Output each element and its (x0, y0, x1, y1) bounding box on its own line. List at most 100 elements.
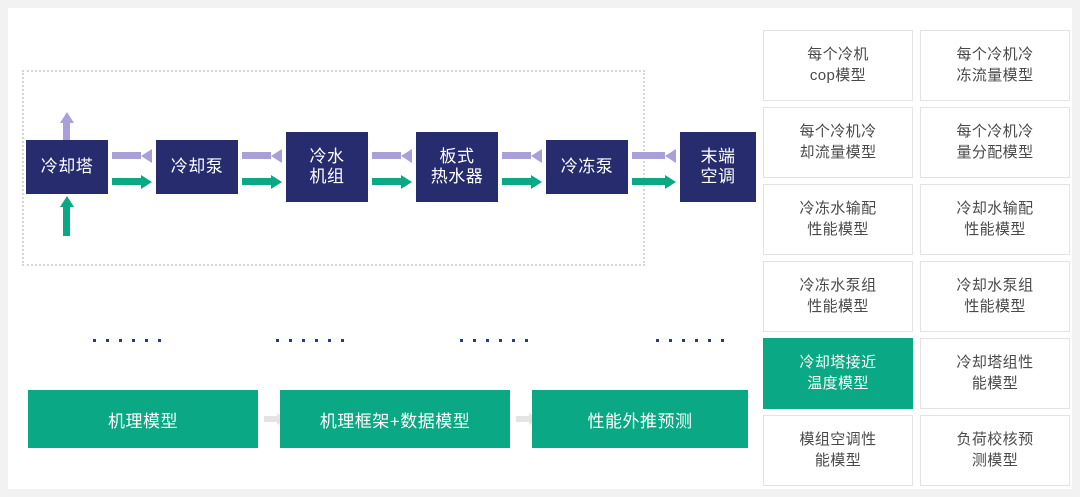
model-cell-cooling-pump-group[interactable]: 冷却水泵组 性能模型 (920, 261, 1070, 332)
arrow-shaft (632, 178, 665, 185)
model-cell-chiller-cop[interactable]: 每个冷机 cop模型 (763, 30, 913, 101)
arrow-chilled-pump-to-terminal-ac (632, 174, 676, 189)
arrow-head (665, 148, 676, 163)
model-cell-chilled-pump-group[interactable]: 冷冻水泵组 性能模型 (763, 261, 913, 332)
model-cell-chiller-load-allocation[interactable]: 每个冷机冷 量分配模型 (920, 107, 1070, 178)
ellipsis-dot (315, 339, 318, 342)
ellipsis-dot (302, 339, 305, 342)
ellipsis-dot (525, 339, 528, 342)
cell-line1: 每个冷机冷 (799, 123, 877, 141)
cell-line1: 每个冷机冷 (956, 123, 1034, 141)
ellipsis-dot (486, 339, 489, 342)
cell-line1: 负荷校核预 (956, 431, 1034, 449)
arrow-shaft (372, 178, 401, 185)
arrow-plate-heater-to-chilled-pump (502, 174, 542, 189)
ellipsis-dot (119, 339, 122, 342)
model-cell-tower-group-performance[interactable]: 冷却塔组性 能模型 (920, 338, 1070, 409)
cell-line2: 冻流量模型 (956, 66, 1034, 84)
arrow-head (59, 196, 74, 207)
cell-line1: 每个冷机冷 (956, 46, 1034, 64)
arrow-head (59, 112, 74, 123)
arrow-shaft (242, 178, 271, 185)
arrow-cooling-pump-to-cooling-tower (112, 148, 152, 163)
stage-label: 机理框架+数据模型 (319, 411, 471, 431)
node-label: 冷却塔 (40, 157, 94, 177)
node-label-line2: 机组 (309, 167, 345, 186)
ellipsis-dot (656, 339, 659, 342)
process-node-terminal-ac[interactable]: 末端 空调 (680, 132, 756, 202)
arrow-plate-heater-to-chiller-unit (372, 148, 412, 163)
stage-label: 性能外推预测 (587, 411, 693, 431)
stage-bar-performance-forecast[interactable]: 性能外推预测 (532, 390, 748, 448)
process-node-cooling-pump[interactable]: 冷却泵 (156, 140, 238, 194)
arrow-cooling-tower-top (59, 112, 74, 146)
arrow-shaft (112, 178, 141, 185)
model-cell-load-check-forecast[interactable]: 负荷校核预 测模型 (920, 415, 1070, 486)
ellipsis-dot (341, 339, 344, 342)
ellipsis-group-3 (460, 339, 528, 342)
arrow-chiller-unit-to-plate-heater (372, 174, 412, 189)
ellipsis-dot (460, 339, 463, 342)
ellipsis-dot (132, 339, 135, 342)
model-grid: 每个冷机 cop模型 每个冷机冷 冻流量模型 每个冷机冷 却流量模型 每个冷机冷 (763, 30, 1070, 486)
cell-line2: 能模型 (814, 451, 862, 469)
arrow-head (271, 148, 282, 163)
node-label-line2: 热水器 (430, 167, 484, 186)
model-cell-modular-ac-performance[interactable]: 模组空调性 能模型 (763, 415, 913, 486)
ellipsis-dot (276, 339, 279, 342)
cell-line1: 冷冻水泵组 (799, 277, 877, 295)
ellipsis-dot (695, 339, 698, 342)
ellipsis-group-1 (93, 339, 161, 342)
model-cell-cooling-water-transport[interactable]: 冷却水输配 性能模型 (920, 184, 1070, 255)
ellipsis-dot (106, 339, 109, 342)
process-node-plate-heater[interactable]: 板式 热水器 (416, 132, 498, 202)
cell-line1: 冷却塔组性 (956, 354, 1034, 372)
ellipsis-dot (328, 339, 331, 342)
stage-bar-mechanism-model[interactable]: 机理模型 (28, 390, 258, 448)
cell-line2: 能模型 (971, 374, 1019, 392)
arrow-chilled-pump-to-plate-heater (502, 148, 542, 163)
arrow-shaft (516, 415, 529, 422)
cell-line2: 量分配模型 (956, 143, 1034, 161)
model-cell-chiller-cooling-flow[interactable]: 每个冷机冷 却流量模型 (763, 107, 913, 178)
ellipsis-dot (158, 339, 161, 342)
model-cell-chilled-water-transport[interactable]: 冷冻水输配 性能模型 (763, 184, 913, 255)
content-card: 冷却塔 冷却泵 冷水 机组 板式 热水器 冷冻泵 末端 空调 (8, 8, 1072, 489)
cell-line2: 温度模型 (807, 374, 869, 392)
process-node-chiller-unit[interactable]: 冷水 机组 (286, 132, 368, 202)
arrow-shaft (63, 207, 70, 236)
node-label-line1: 板式 (439, 147, 475, 167)
arrow-shaft (112, 152, 141, 159)
ellipsis-dot (512, 339, 515, 342)
stage-label: 机理模型 (108, 411, 178, 431)
cell-line1: 冷却水输配 (956, 200, 1034, 218)
node-label: 冷却泵 (170, 157, 224, 177)
process-node-cooling-tower[interactable]: 冷却塔 (26, 140, 108, 194)
arrow-chiller-unit-to-cooling-pump (242, 148, 282, 163)
stage-bar-framework-data-model[interactable]: 机理框架+数据模型 (280, 390, 510, 448)
arrow-shaft (632, 152, 665, 159)
arrow-shaft (502, 178, 531, 185)
model-cell-chiller-chilled-flow[interactable]: 每个冷机冷 冻流量模型 (920, 30, 1070, 101)
arrow-shaft (242, 152, 271, 159)
ellipsis-dot (499, 339, 502, 342)
node-label: 冷冻泵 (560, 157, 614, 177)
model-cell-tower-approach-temp[interactable]: 冷却塔接近 温度模型 (763, 338, 913, 409)
node-label-line1: 末端 (700, 147, 736, 167)
arrow-head (141, 148, 152, 163)
cell-line1: 每个冷机 (807, 46, 869, 64)
process-node-chilled-pump[interactable]: 冷冻泵 (546, 140, 628, 194)
arrow-head (401, 148, 412, 163)
ellipsis-dot (669, 339, 672, 342)
arrow-head (401, 174, 412, 189)
ellipsis-group-4 (656, 339, 724, 342)
arrow-head (531, 174, 542, 189)
ellipsis-dot (289, 339, 292, 342)
cell-line2: 性能模型 (964, 297, 1026, 315)
arrow-shaft (502, 152, 531, 159)
cell-line2: cop模型 (809, 66, 867, 84)
cell-line1: 冷却水泵组 (956, 277, 1034, 295)
arrow-shaft (264, 415, 277, 422)
arrow-head (141, 174, 152, 189)
ellipsis-group-2 (276, 339, 344, 342)
